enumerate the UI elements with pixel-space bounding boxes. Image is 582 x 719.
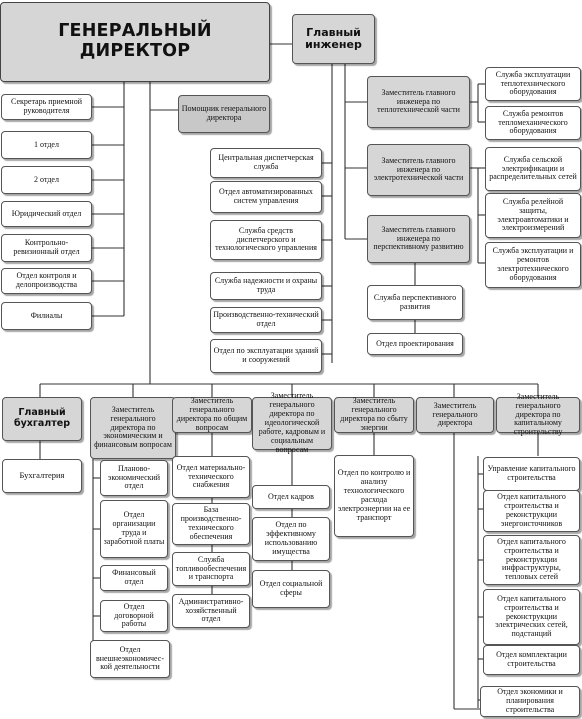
construction-unit-procurement: Отдел комплектации строительства: [483, 645, 580, 675]
eng-unit-pto: Производственно-технический отдел: [210, 307, 322, 333]
deputy-plain-box: Заместитель генерального директора: [416, 397, 494, 433]
economics-unit-planning: Планово-экономический отдел: [100, 460, 168, 496]
eng-unit-asu: Отдел автоматизированных систем управлен…: [210, 181, 322, 213]
development-unit-design: Отдел проектирования: [367, 333, 463, 355]
deputy-thermal-box: Заместитель главного инженера по теплоте…: [367, 76, 470, 128]
ceo-box: ГЕНЕРАЛЬНЫЙ ДИРЕКТОР: [0, 2, 270, 82]
ideology-unit-social: Отдел социальной сферы: [252, 570, 330, 608]
deputy-construction-box: Заместитель генерального директора по ка…: [496, 392, 580, 436]
electric-unit-rural: Служба сельской электрификации и распред…: [485, 147, 581, 191]
left-unit-audit: Контрольно-ревизионный отдел: [1, 234, 92, 262]
deputy-sales-box: Заместитель генерального директора по сб…: [334, 396, 414, 433]
eng-unit-reliability: Служба надежности и охраны труда: [210, 272, 322, 300]
construction-unit-electric-networks: Отдел капитального строительства и рекон…: [483, 589, 580, 645]
deputy-economics-box: Заместитель генерального директора по эк…: [90, 397, 176, 459]
construction-unit-management: Управление капитального строительства: [483, 457, 580, 491]
deputy-development-box: Заместитель главного инженера по перспек…: [367, 215, 470, 263]
economics-unit-contracts: Отдел договорной работы: [100, 600, 168, 632]
left-unit-branches: Филиалы: [1, 302, 92, 330]
general-unit-fuel: Служба топливообеспечения и транспорта: [172, 552, 250, 586]
eng-unit-buildings: Отдел по эксплуатации зданий и сооружени…: [210, 339, 322, 373]
sales-unit-control: Отдел по контролю и анализу технологичес…: [334, 455, 414, 537]
ideology-unit-property: Отдел по эффективному использованию имущ…: [252, 517, 330, 561]
construction-unit-economics-planning: Отдел экономики и планирования строитель…: [480, 686, 580, 717]
deputy-electric-box: Заместитель главного инженера по электро…: [367, 144, 470, 196]
assistant-box: Помощник генерального директора: [178, 95, 270, 133]
general-unit-supply: Отдел материально-технического снабжения: [172, 456, 250, 498]
thermal-unit-operation: Служба эксплуатации теплотехнического об…: [485, 67, 581, 101]
left-unit-dept-2: 2 отдел: [1, 166, 92, 194]
accounting-unit: Бухгалтерия: [2, 459, 82, 493]
thermal-unit-repairs: Служба ремонтов тепломеханического обору…: [485, 106, 581, 140]
development-unit-prospective: Служба перспективного развития: [367, 285, 463, 320]
construction-unit-energy-sources: Отдел капитального строительства и рекон…: [483, 490, 580, 532]
electric-unit-equipment: Служба эксплуатации и ремонтов электроте…: [485, 242, 581, 288]
economics-unit-finance: Финансовый отдел: [100, 565, 168, 591]
eng-unit-dispatch: Центральная диспетчерская служба: [210, 148, 322, 178]
construction-unit-infrastructure: Отдел капитального строительства и рекон…: [483, 535, 580, 585]
left-unit-legal: Юридический отдел: [1, 201, 92, 227]
general-unit-admin: Административно-хозяйственный отдел: [172, 594, 250, 628]
deputy-ideology-box: Заместитель генерального директора по ид…: [252, 391, 332, 454]
eng-unit-dispatch-tech: Служба средств диспетчерского и технолог…: [210, 220, 322, 260]
economics-unit-foreign: Отдел внешнеэкономичес-кой деятельности: [90, 640, 170, 678]
left-unit-dept-1: 1 отдел: [1, 131, 92, 159]
ideology-unit-hr: Отдел кадров: [252, 485, 330, 509]
deputy-general-box: Заместитель генерального директора по об…: [172, 396, 252, 433]
left-unit-secretary: Секретарь приемной руководителя: [1, 94, 92, 120]
economics-unit-labor: Отдел организации труда и заработной пла…: [100, 500, 168, 558]
left-unit-records: Отдел контроля и делопроизводства: [1, 268, 92, 294]
chief-accountant-box: Главный бухгалтер: [2, 397, 82, 441]
electric-unit-relay: Служба релейной защиты, электроавтоматик…: [485, 193, 581, 238]
chief-engineer-box: Главный инженер: [292, 14, 375, 64]
general-unit-base: База производственно-технического обеспе…: [172, 503, 250, 545]
